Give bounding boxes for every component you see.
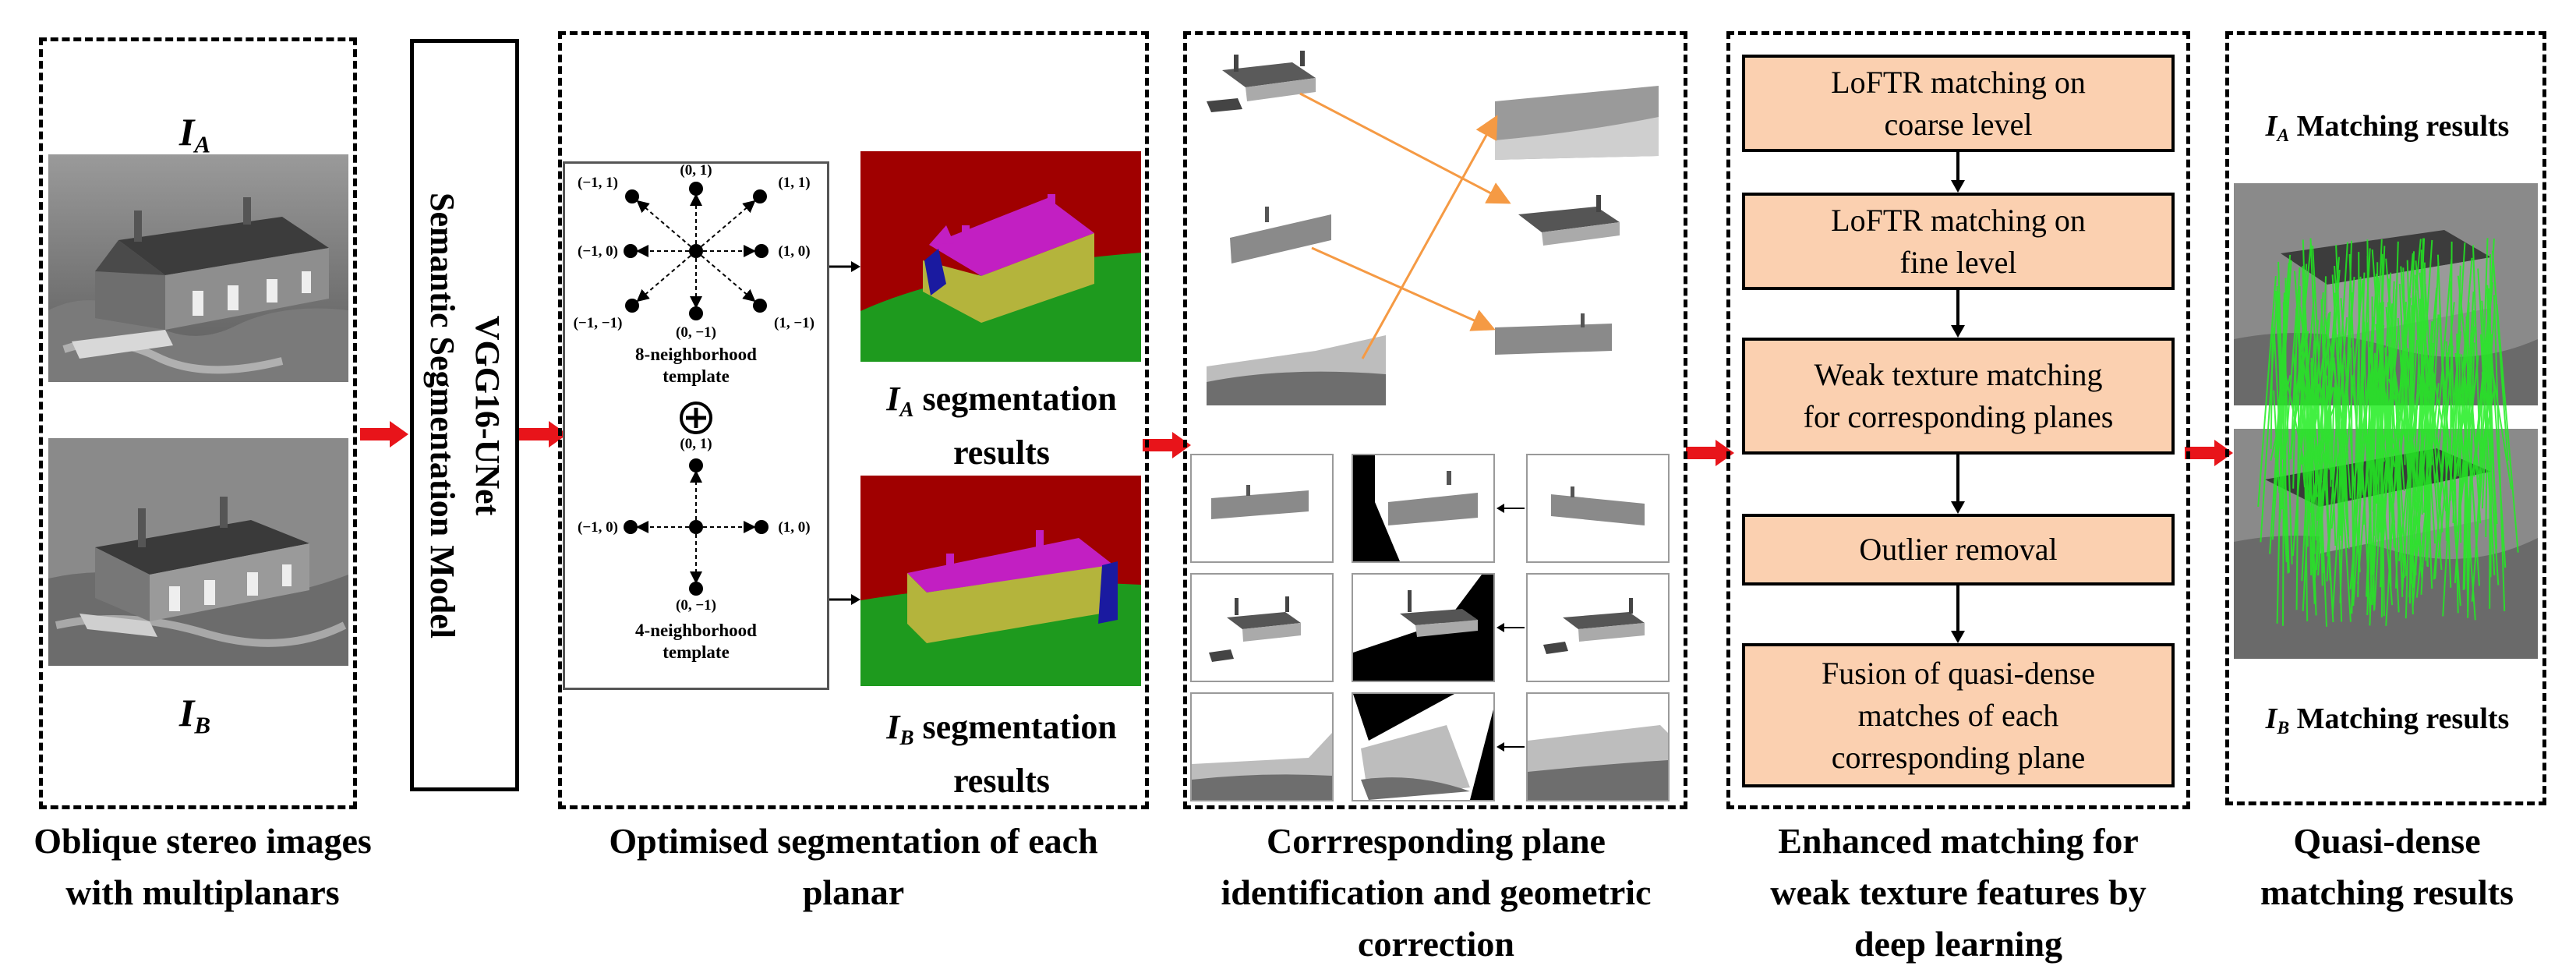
step-outlier-removal: Outlier removal: [1742, 514, 2175, 586]
flow-arrow-2: [1951, 290, 1965, 338]
flow-arrow-4: [1951, 586, 1965, 643]
plane-correspondence-diagram: [1207, 51, 1659, 405]
stage1-label-ia: IA: [178, 110, 211, 158]
stage1-frame: [39, 37, 357, 809]
segmentation-image-a: [860, 151, 1141, 362]
coord-8-n: (0, 1): [680, 164, 712, 179]
correction-tile-3-2: [1352, 692, 1495, 801]
stage3-frame: [558, 31, 1149, 809]
house-image-b: [48, 438, 348, 666]
match-label-a: IA Matching results: [2265, 110, 2510, 147]
flow-arrow-1: [1951, 152, 1965, 193]
arrow-stage5-to-6: [2185, 440, 2233, 466]
neighborhood-diagram: (−1, 1) (0, 1) (1, 1) (−1, 0) (1, 0) (−1…: [574, 162, 814, 662]
coord-8-sw: (−1, −1): [574, 315, 623, 331]
segmentation-image-b: [860, 476, 1141, 686]
correction-tile-1-2: [1352, 454, 1495, 563]
grid-arrow-row2: [1496, 623, 1525, 632]
flow-arrow-3: [1951, 455, 1965, 514]
match-label-b: IB Matching results: [2265, 702, 2510, 739]
seg-b-label: IB segmentation results: [886, 708, 1117, 801]
template8-label-line1: 8-neighborhood: [635, 345, 757, 364]
coord-8-w: (−1, 0): [578, 243, 618, 260]
arrow-stage3-to-4: [1143, 432, 1191, 458]
coord-8-se: (1, −1): [774, 315, 814, 331]
correction-tile-1-1: [1190, 454, 1334, 563]
model-subtitle: Semantic Segmentation Model: [423, 192, 461, 639]
coord-8-e: (1, 0): [778, 243, 810, 260]
template4-label-line1: 4-neighborhood: [635, 621, 757, 640]
neighborhood-templates-panel: (−1, 1) (0, 1) (1, 1) (−1, 0) (1, 0) (−1…: [563, 161, 829, 690]
coord-4-n: (0, 1): [680, 436, 712, 452]
seg-a-label: IA segmentation results: [886, 380, 1117, 472]
correction-tile-2-1: [1190, 573, 1334, 682]
vgg16-unet-box: VGG16-UNet Semantic Segmentation Model: [410, 39, 519, 791]
template4-label-line2: template: [663, 642, 730, 662]
matching-result-image: [2234, 183, 2538, 659]
correction-tile-2-3: [1526, 573, 1670, 682]
coord-4-w: (−1, 0): [578, 519, 618, 536]
stage1-label-ib: IB: [178, 691, 211, 739]
stage4-frame: [1183, 31, 1687, 809]
coord-8-ne: (1, 1): [778, 175, 810, 191]
stage6-frame: [2225, 31, 2546, 805]
plus-circle-icon: [680, 402, 712, 434]
coord-8-nw: (−1, 1): [578, 175, 618, 191]
grid-arrow-row3: [1496, 742, 1525, 752]
house-image-a: [48, 154, 348, 382]
arrow-stage2-to-3: [519, 421, 567, 448]
coord-4-e: (1, 0): [778, 519, 810, 536]
arrow-stage1-to-2: [360, 421, 408, 448]
grid-arrow-row1: [1496, 504, 1525, 513]
coord-8-s: (0, −1): [676, 324, 716, 341]
correction-tile-1-3: [1526, 454, 1670, 563]
coord-4-s: (0, −1): [676, 597, 716, 614]
correction-tile-3-1: [1190, 692, 1334, 801]
arrow-to-seg-b: [829, 594, 860, 605]
correction-tile-2-2: [1352, 573, 1495, 682]
arrow-stage4-to-5: [1686, 440, 1734, 466]
arrow-to-seg-a: [829, 261, 860, 272]
stage5-frame: [1726, 31, 2190, 809]
model-name: VGG16-UNet: [468, 315, 507, 515]
template8-label-line2: template: [663, 366, 730, 386]
correction-tile-3-3: [1526, 692, 1670, 801]
